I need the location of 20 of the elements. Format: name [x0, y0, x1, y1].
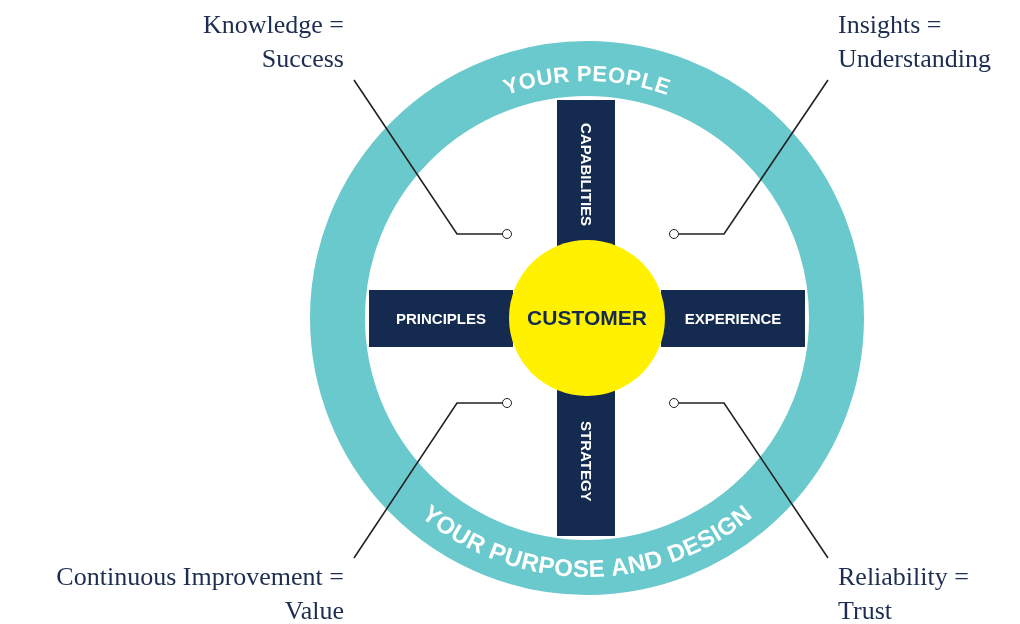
callout-text: Knowledge = Success — [201, 9, 344, 75]
callout-text: Continuous Improvement = Value — [55, 561, 344, 624]
callout-text: Reliability = Trust — [838, 561, 970, 624]
anchor-dot — [502, 398, 512, 408]
anchor-dot — [669, 398, 679, 408]
pillar-label: PRINCIPLES — [396, 310, 486, 327]
leader-line — [678, 402, 829, 559]
pillar-label: EXPERIENCE — [684, 310, 782, 327]
leader-line — [678, 79, 829, 235]
pillar-label: STRATEGY — [577, 420, 595, 502]
anchor-dot — [669, 229, 679, 239]
pillar-label: CAPABILITIES — [577, 123, 595, 227]
ring-label: YOUR PEOPLE — [500, 61, 674, 100]
anchor-dot — [502, 229, 512, 239]
pillar-bar — [661, 290, 805, 347]
leader-line — [353, 79, 503, 235]
callout-text: Insights = Understanding — [838, 9, 993, 75]
hub-label: CUSTOMER — [527, 306, 647, 330]
leader-line — [353, 402, 503, 559]
pillar-bar — [369, 290, 513, 347]
